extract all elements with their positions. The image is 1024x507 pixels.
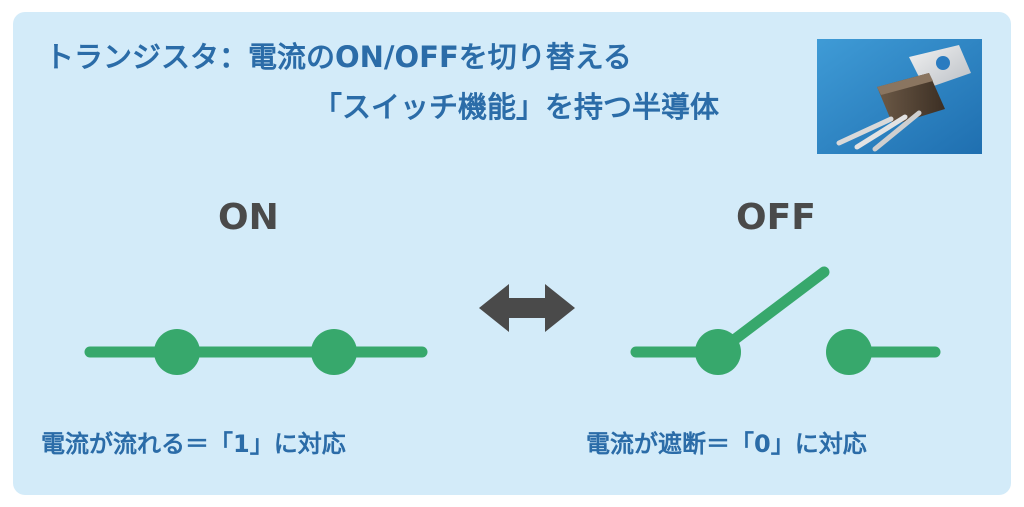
page-title: トランジスタ：電流のON/OFFを切り替える 「スイッチ機能」を持つ半導体 (45, 40, 719, 124)
on-caption: 電流が流れる＝「1」に対応 (41, 430, 346, 458)
switch-diagram (84, 266, 941, 375)
transistor-photo (817, 39, 982, 154)
title-line-1: トランジスタ：電流のON/OFFを切り替える (45, 40, 632, 74)
off-right-terminal (826, 329, 872, 375)
on-switch (84, 329, 428, 375)
off-state-label: OFF (736, 197, 816, 238)
on-right-terminal (311, 329, 357, 375)
on-state-label: ON (218, 197, 279, 238)
double-headed-arrow-icon (479, 284, 575, 332)
off-left-terminal (695, 329, 741, 375)
off-switch (630, 266, 941, 375)
diagram-panel: トランジスタ：電流のON/OFFを切り替える 「スイッチ機能」を持つ半導体 (13, 12, 1011, 495)
title-line-2: 「スイッチ機能」を持つ半導体 (313, 90, 720, 124)
off-caption: 電流が遮断＝「0」に対応 (586, 430, 867, 458)
on-left-terminal (154, 329, 200, 375)
